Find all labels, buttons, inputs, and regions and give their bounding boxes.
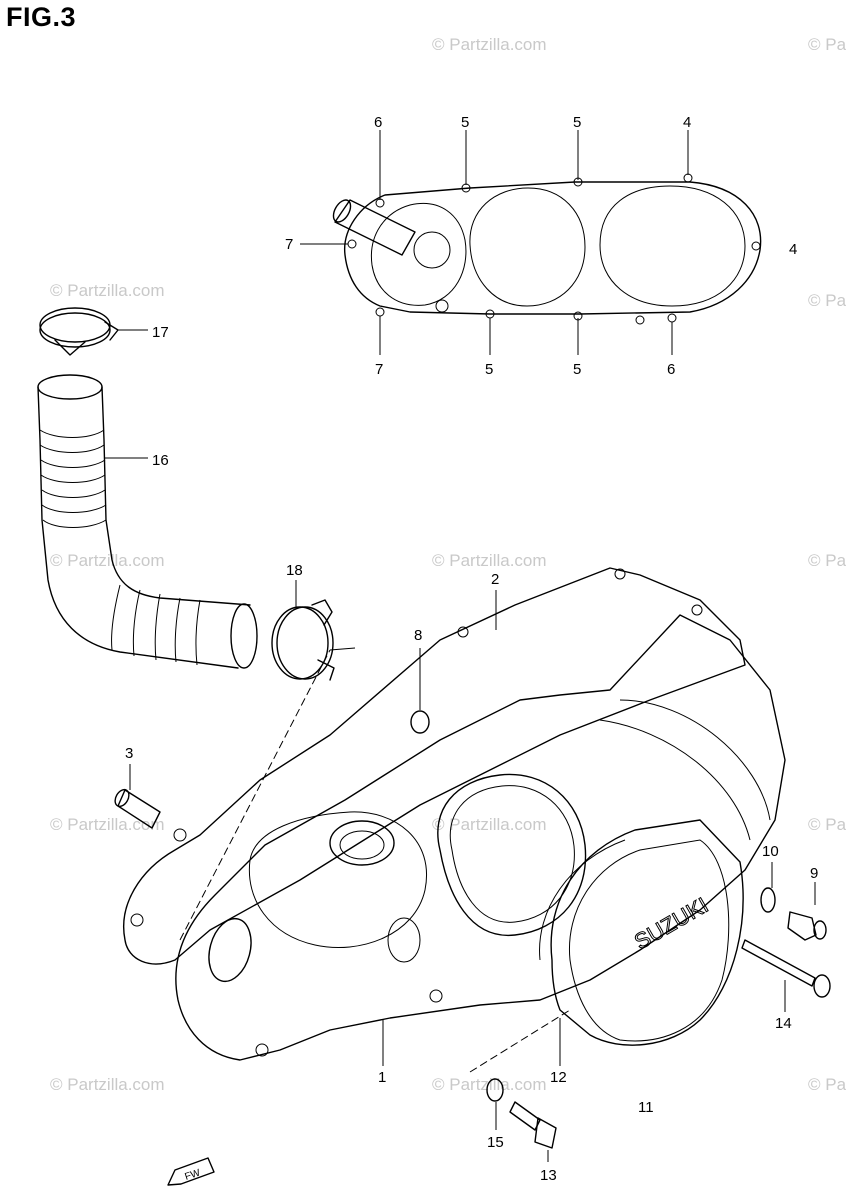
callout-label: 18 [286, 562, 303, 579]
watermark: © Partzilla.com [432, 1075, 547, 1094]
callout-label: 5 [573, 361, 581, 378]
watermark: © Partzilla.com [808, 291, 846, 310]
watermark: © Partzilla.com [432, 815, 547, 834]
callout-label: 9 [810, 865, 818, 882]
watermark: © Partzilla.com [50, 815, 165, 834]
callout-label: 6 [667, 361, 675, 378]
air-hose [37, 374, 258, 669]
watermark: © Partzilla.com [50, 281, 165, 300]
washer-15 [486, 1078, 504, 1102]
callout-label: 7 [285, 236, 293, 253]
callout-label: 7 [375, 361, 383, 378]
bolt-14 [741, 939, 831, 998]
callout-label: 5 [573, 114, 581, 131]
callout-label: 1 [378, 1069, 386, 1086]
leader-lines [104, 130, 816, 1162]
crankcase-cover [175, 614, 786, 1061]
callout-label: 12 [550, 1069, 567, 1086]
figure-title: FIG.3 [6, 2, 77, 32]
watermark: © Partzilla.com [808, 815, 846, 834]
crankcase-gasket [123, 567, 746, 965]
top-gasket [332, 173, 762, 325]
callout-label: 14 [775, 1015, 792, 1032]
hose-clamp-lower [271, 599, 335, 681]
callout-label: 17 [152, 324, 169, 341]
watermark: © Partzilla.com [808, 1075, 846, 1094]
bolt-13 [509, 1101, 557, 1149]
watermark: © Partzilla.com [50, 551, 165, 570]
dowel-pin [114, 788, 161, 829]
callout-label: 16 [152, 452, 169, 469]
watermark: © Partzilla.com [432, 35, 547, 54]
callout-label: 3 [125, 745, 133, 762]
bolt-9 [787, 911, 827, 941]
callout-label: 10 [762, 843, 779, 860]
hose-clamp-upper [39, 307, 119, 356]
callout-label: 4 [789, 241, 797, 258]
callout-label: 5 [461, 114, 469, 131]
forward-badge-text: FW [184, 1167, 203, 1182]
callout-labels: 6 5 5 4 7 4 17 7 5 5 6 16 18 2 8 3 10 9 … [125, 114, 818, 1184]
washer-8 [410, 710, 430, 734]
watermark: © Partzilla.com [808, 35, 846, 54]
callout-label: 4 [683, 114, 691, 131]
top-gasket-lugs [347, 173, 761, 325]
callout-label: 6 [374, 114, 382, 131]
callout-label: 15 [487, 1134, 504, 1151]
watermark: © Partzilla.com [808, 551, 846, 570]
clutch-gasket [539, 839, 626, 961]
callout-label: 13 [540, 1167, 557, 1184]
callout-label: 11 [638, 1099, 654, 1116]
watermark: © Partzilla.com [50, 1075, 165, 1094]
callout-label: 5 [485, 361, 493, 378]
washer-10 [760, 887, 776, 913]
brand-mark: SUZUKI [630, 892, 712, 954]
callout-label: 8 [414, 627, 422, 644]
clutch-cover: SUZUKI [550, 819, 744, 1046]
forward-direction-badge: FW [167, 1157, 215, 1186]
watermark-group: © Partzilla.com © Partzilla.com © Partzi… [50, 35, 846, 1094]
watermark: © Partzilla.com [432, 551, 547, 570]
callout-label: 2 [491, 571, 499, 588]
